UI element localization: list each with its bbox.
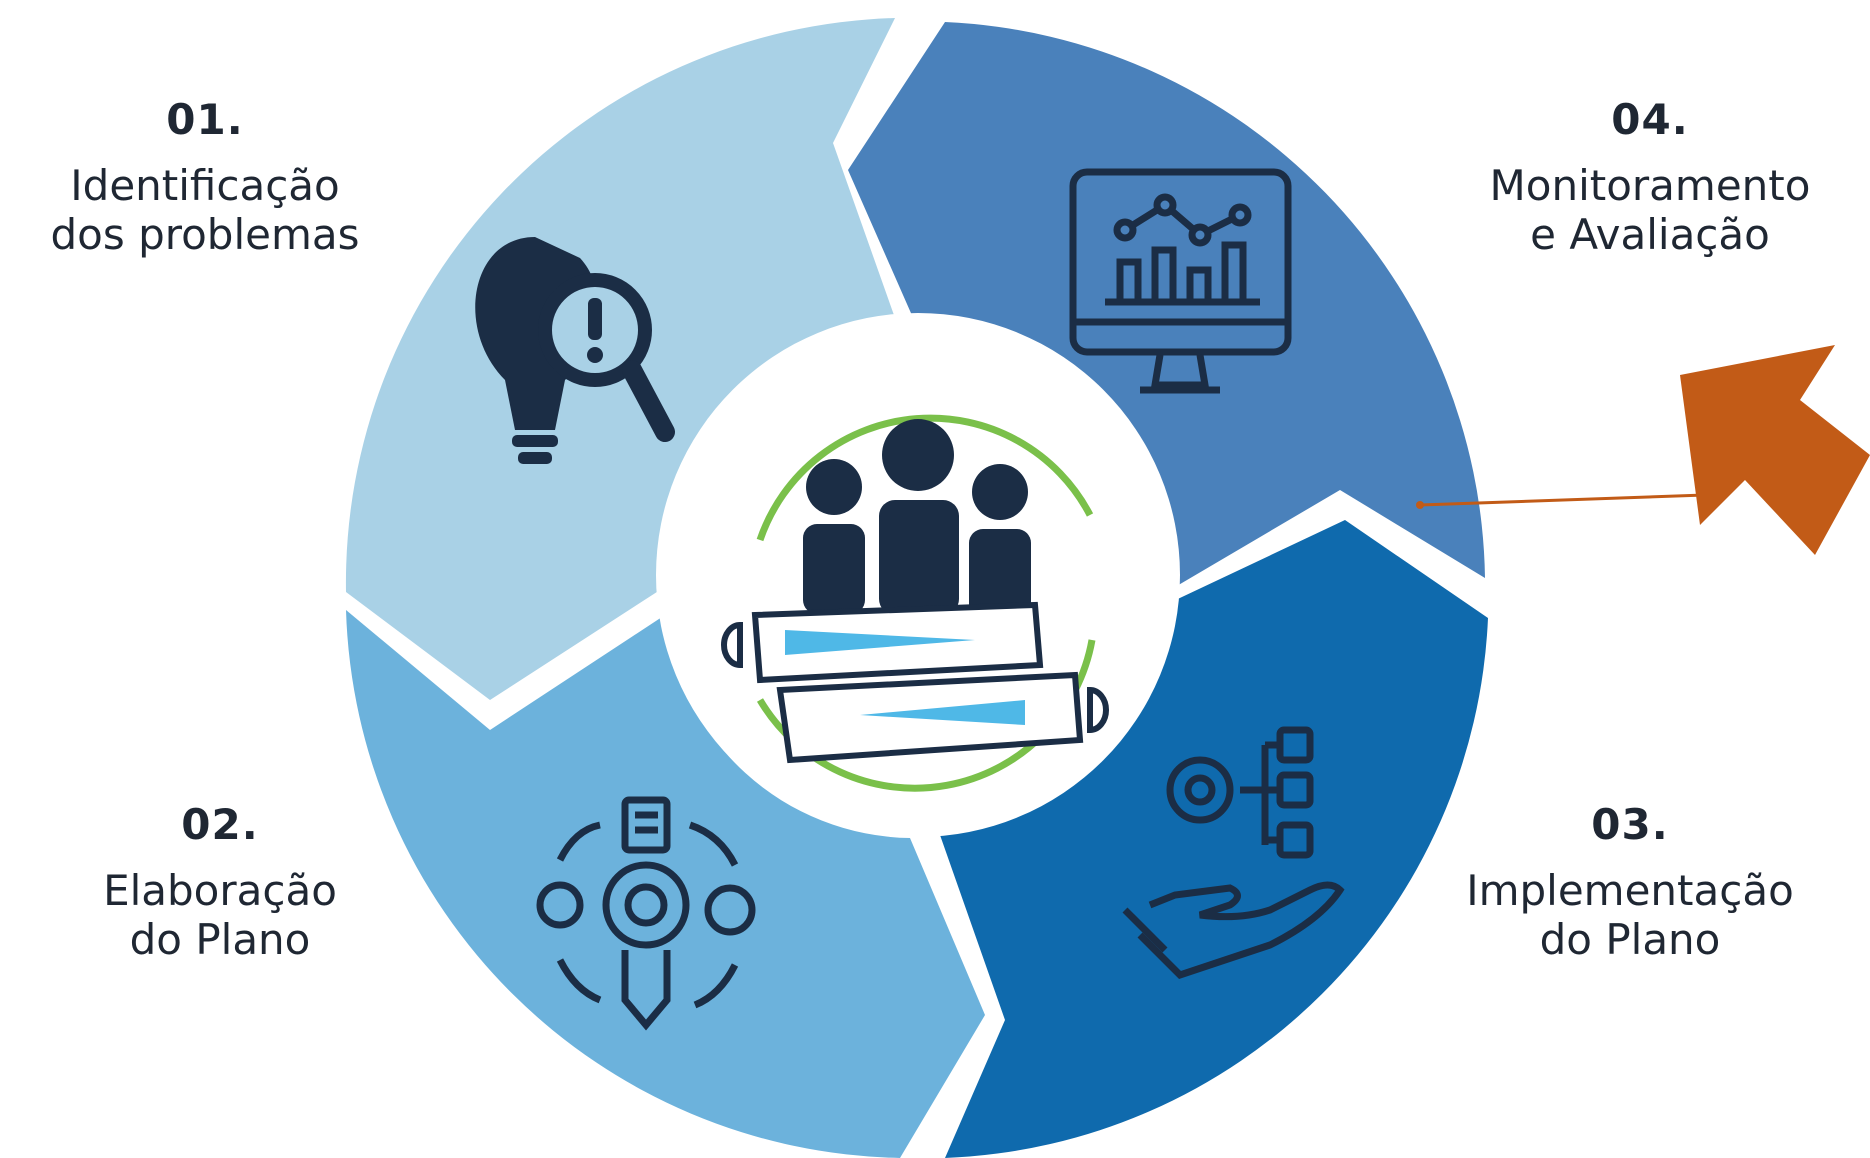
step-01-line1: Identificação: [70, 160, 340, 210]
green-ring-left: [756, 414, 1094, 542]
step-02-number: 02.: [181, 800, 259, 849]
step-02-label: 02. Elaboração do Plano: [20, 800, 420, 965]
step-03-number: 03.: [1591, 800, 1669, 849]
lightbulb-magnifier-icon: [475, 237, 675, 464]
step-04-label: 04. Monitoramento e Avaliação: [1430, 95, 1870, 260]
segment-02: [346, 610, 985, 1158]
step-03-label: 03. Implementação do Plano: [1420, 800, 1840, 965]
step-01-number: 01.: [166, 95, 244, 144]
team-plan-icon: [721, 419, 1109, 764]
step-01-label: 01. Identificação dos problemas: [0, 95, 410, 260]
pointer-line: [1419, 493, 1706, 507]
segment-04: [848, 22, 1485, 590]
monitor-chart-icon: [1069, 168, 1292, 394]
hand-gear-hierarchy-icon: [1122, 726, 1345, 980]
pointer-dot: [1416, 501, 1424, 509]
segment-03: [940, 520, 1488, 1158]
step-04-line2: e Avaliação: [1530, 210, 1770, 260]
step-02-line2: do Plano: [129, 915, 311, 965]
step-04-line1: Monitoramento: [1489, 160, 1811, 210]
gear-pencil-cycle-icon: [536, 796, 756, 1031]
step-03-line1: Implementação: [1466, 865, 1794, 915]
step-02-line1: Elaboração: [103, 865, 337, 915]
step-04-number: 04.: [1611, 95, 1689, 144]
step-01-line2: dos problemas: [50, 210, 360, 260]
arrow-icon: [1680, 345, 1870, 555]
step-03-line2: do Plano: [1539, 915, 1721, 965]
